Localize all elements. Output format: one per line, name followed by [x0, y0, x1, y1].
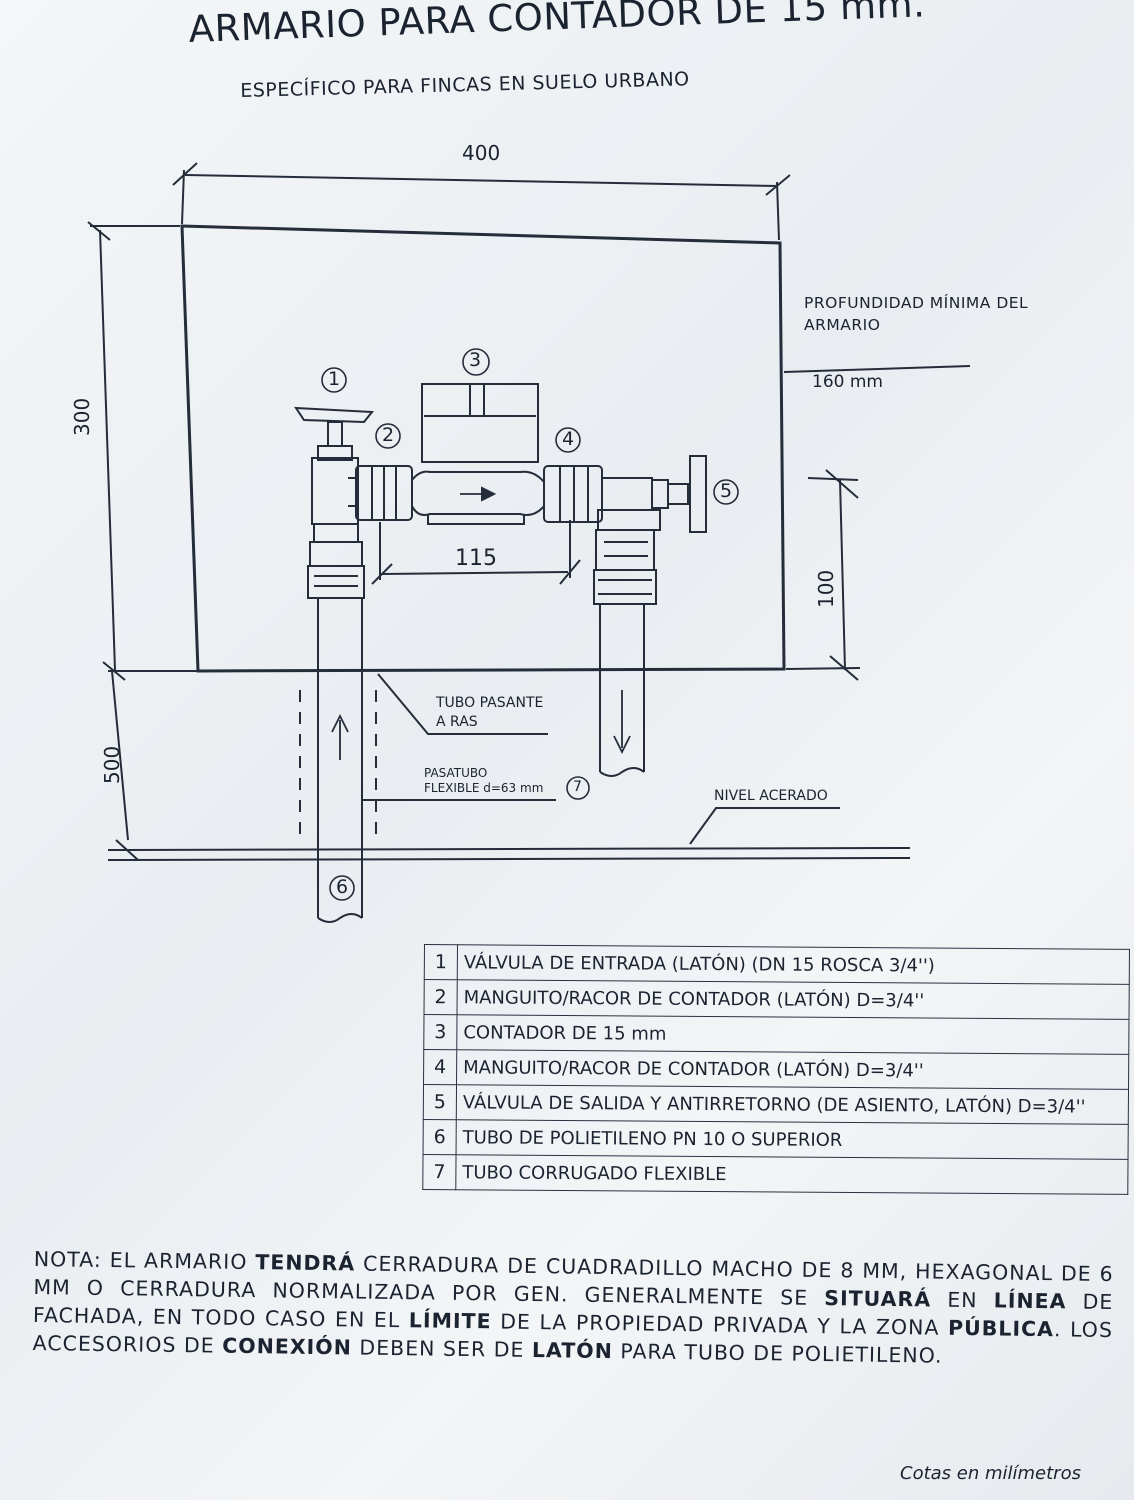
inlet-pipe — [294, 406, 377, 923]
dimension-300 — [87, 221, 180, 681]
dim-115-label: 115 — [455, 546, 497, 571]
note-bold: SITUARÁ — [824, 1286, 932, 1312]
legend-text: MANGUITO/RACOR DE CONTADOR (LATÓN) D=3/4… — [457, 979, 1130, 1020]
note-bold: LÍMITE — [408, 1308, 492, 1334]
note-text: DEBEN SER DE — [351, 1335, 533, 1362]
marker-circles — [321, 348, 739, 901]
legend-num: 4 — [423, 1049, 457, 1085]
legend-text: TUBO DE POLIETILENO PN 10 O SUPERIOR — [456, 1119, 1129, 1160]
note-bold: TENDRÁ — [255, 1250, 356, 1276]
legend-text: TUBO CORRUGADO FLEXIBLE — [455, 1154, 1129, 1195]
legend-num: 7 — [422, 1154, 457, 1190]
tubo-pasante-label-1: TUBO PASANTE — [436, 695, 544, 711]
pasatubo-label-2: FLEXIBLE d=63 mm — [424, 781, 544, 795]
note-text: NOTA: EL ARMARIO — [33, 1246, 256, 1275]
pasatubo-label-1: PASATUBO — [424, 766, 488, 780]
legend-num: 2 — [424, 979, 458, 1015]
sidewalk-level — [107, 847, 911, 861]
marker-6: 6 — [336, 876, 349, 898]
note-text: EN — [931, 1287, 994, 1313]
legend-text: VÁLVULA DE SALIDA Y ANTIRRETORNO (DE ASI… — [456, 1084, 1129, 1125]
depth-note-line2: ARMARIO — [804, 316, 881, 334]
note-text: DE LA PROPIEDAD PRIVADA Y LA ZONA — [491, 1309, 949, 1340]
dim-300-label: 300 — [70, 397, 94, 436]
depth-note-line1: PROFUNDIDAD MÍNIMA DEL — [804, 294, 1029, 312]
marker-1: 1 — [328, 368, 341, 390]
marker-5: 5 — [720, 480, 733, 502]
dimension-400 — [172, 162, 791, 241]
legend-num: 5 — [423, 1084, 457, 1120]
tubo-pasante-leader — [377, 673, 548, 735]
note-bold: CONEXIÓN — [222, 1333, 353, 1360]
note-paragraph: NOTA: EL ARMARIO TENDRÁ CERRADURA DE CUA… — [32, 1245, 1113, 1372]
nivel-leader — [689, 807, 840, 845]
note-bold: LÍNEA — [993, 1288, 1067, 1314]
legend-num: 1 — [424, 944, 458, 980]
marker-4: 4 — [562, 428, 575, 450]
water-meter-3 — [411, 383, 545, 525]
dim-400-label: 400 — [462, 141, 501, 165]
legend-num: 6 — [423, 1119, 457, 1155]
tubo-pasante-label-2: A RAS — [436, 714, 478, 730]
note-text: PARA TUBO DE POLIETILENO. — [612, 1339, 943, 1368]
outlet-pipe — [593, 529, 657, 777]
legend-text: MANGUITO/RACOR DE CONTADOR (LATÓN) D=3/4… — [456, 1049, 1129, 1090]
depth-note-value: 160 mm — [812, 372, 883, 392]
depth-leader — [783, 365, 971, 373]
legend-text: CONTADOR DE 15 mm — [456, 1014, 1129, 1055]
dim-500-label: 500 — [100, 745, 124, 784]
legend-num: 3 — [423, 1014, 458, 1050]
legend-text: VÁLVULA DE ENTRADA (LATÓN) (DN 15 ROSCA … — [457, 944, 1130, 985]
dim-100-label: 100 — [814, 569, 838, 608]
cabinet-outline — [180, 224, 786, 673]
dimension-115 — [371, 520, 581, 585]
fitting-4 — [543, 465, 603, 523]
nivel-acerado-label: NIVEL ACERADO — [714, 788, 828, 804]
marker-7: 7 — [573, 779, 582, 795]
marker-3: 3 — [469, 349, 482, 371]
units-footer: Cotas en milímetros — [900, 1463, 1081, 1484]
outlet-valve-5 — [597, 455, 707, 533]
marker-2: 2 — [382, 424, 395, 446]
note-bold: PÚBLICA — [947, 1315, 1055, 1342]
note-bold: LATÓN — [531, 1337, 614, 1364]
dimension-100 — [785, 469, 861, 681]
